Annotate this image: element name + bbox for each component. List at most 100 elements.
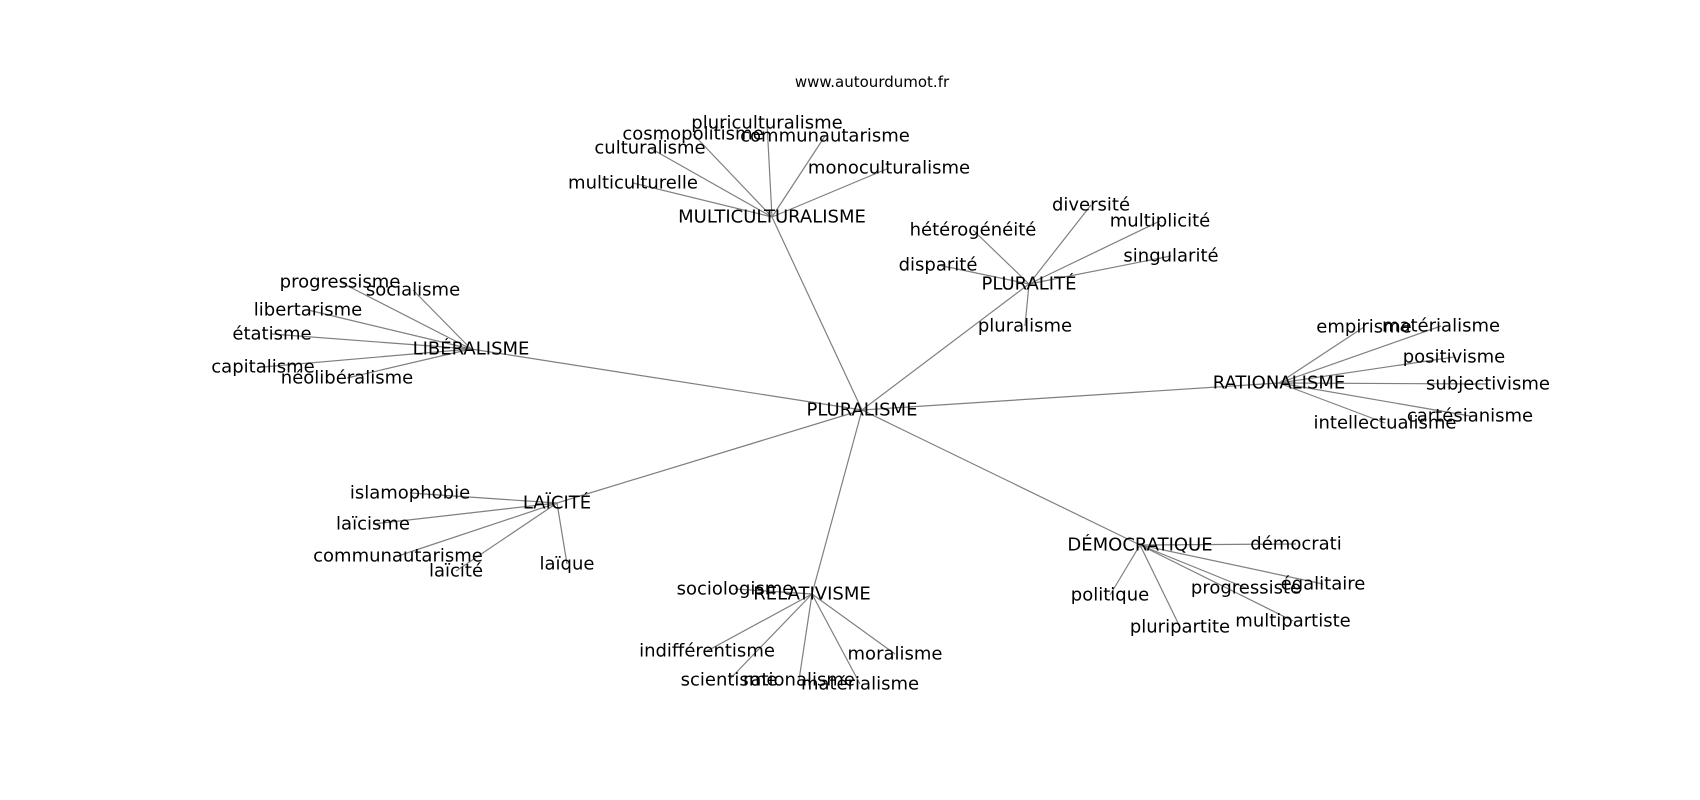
node-hub-laicite[interactable]: LAÏCITÉ (523, 492, 591, 514)
graph-edges (262, 122, 1489, 685)
node-leaf-singularite[interactable]: singularité (1123, 246, 1218, 267)
edge-rationalisme-subjectivisme (1278, 382, 1489, 385)
node-leaf-communautarisme[interactable]: communautarisme (740, 126, 910, 147)
graph-labels: PLURALISME MULTICULTURALISME pluricultural… (211, 113, 1550, 695)
node-leaf-subjectivisme[interactable]: subjectivisme (1426, 374, 1550, 395)
edge-democratique-politique (1109, 544, 1141, 596)
node-hub-pluralite[interactable]: PLURALITÉ (982, 273, 1077, 295)
node-leaf-materialisme[interactable]: matérialisme (801, 674, 919, 695)
edge-laicite-islamophobie (409, 492, 558, 504)
edge-laicite-laique (556, 502, 568, 565)
node-hub-liberalisme[interactable]: LIBÉRALISME (413, 338, 530, 360)
edge-relativisme-sociologisme (734, 588, 813, 595)
node-leaf-libertarisme[interactable]: libertarisme (254, 300, 362, 321)
edge-center-pluralite (861, 283, 1030, 411)
node-leaf-scientisme[interactable]: scientisme (681, 670, 778, 691)
node-leaf-indifferentisme[interactable]: indifférentisme (639, 641, 775, 662)
edge-democratique-pluripartite (1139, 544, 1181, 628)
node-leaf-heterogeneite[interactable]: hétérogénéité (910, 220, 1037, 241)
node-leaf-positivisme[interactable]: positivisme (1403, 347, 1506, 368)
edge-democratique-egalitaire (1139, 544, 1324, 585)
edge-multiculturalisme-cosmopolitisme (692, 133, 773, 218)
edge-pluralite-pluralisme (1024, 283, 1030, 327)
edge-relativisme-moralisme (811, 593, 896, 655)
node-leaf-intellectualisme[interactable]: intellectualisme (1314, 413, 1457, 434)
edge-democratique-multipartiste (1139, 544, 1294, 622)
node-leaf-rationalisme[interactable]: rationalisme (743, 670, 855, 691)
node-leaf-socialisme[interactable]: socialisme (366, 280, 460, 301)
node-leaf-culturalisme[interactable]: culturalisme (594, 138, 705, 159)
node-hub-rationalisme[interactable]: RATIONALISME (1213, 373, 1346, 394)
edge-multiculturalisme-pluriculturalisme (766, 122, 773, 218)
node-leaf-moralisme[interactable]: moralisme (848, 644, 943, 665)
node-leaf-empirisme[interactable]: empirisme (1316, 317, 1411, 338)
edge-pluralite-singularite (1028, 255, 1172, 285)
node-leaf-multiplicite[interactable]: multiplicité (1110, 211, 1210, 232)
node-leaf-etatisme[interactable]: étatisme (232, 324, 311, 345)
node-leaf-laicite[interactable]: laïcité (429, 561, 483, 582)
node-leaf-pluriculturalisme[interactable]: pluriculturalisme (691, 113, 842, 134)
edge-laicite-communautarisme (397, 502, 558, 557)
node-leaf-monoculturalisme[interactable]: monoculturalisme (808, 158, 970, 179)
edge-center-laicite (556, 409, 863, 504)
edge-liberalisme-neoliberalisme (346, 348, 472, 379)
node-leaf-multiculturelle[interactable]: multiculturelle (568, 173, 698, 194)
node-hub-relativisme[interactable]: RELATIVISME (753, 584, 871, 605)
node-leaf-capitalisme[interactable]: capitalisme (211, 357, 314, 378)
node-leaf-multipartiste[interactable]: multipartiste (1235, 611, 1350, 632)
edge-democratique-progressiste (1139, 544, 1247, 589)
node-leaf-cartesianisme[interactable]: cartésianisme (1407, 406, 1533, 427)
node-leaf-neoliberalisme[interactable]: néolibéralisme (281, 368, 413, 389)
edge-relativisme-rationalisme (798, 593, 813, 681)
edge-laicite-laicite (455, 502, 558, 572)
node-leaf-progressiste[interactable]: progressiste (1191, 578, 1301, 599)
node-leaf-laique[interactable]: laïque (540, 554, 595, 575)
edge-multiculturalisme-communautarisme (771, 135, 826, 218)
edge-center-rationalisme (861, 382, 1280, 411)
node-leaf-pluripartite[interactable]: pluripartite (1130, 617, 1230, 638)
edge-liberalisme-socialisme (412, 289, 472, 350)
node-leaf-laicisme[interactable]: laïcisme (336, 514, 410, 535)
node-leaf-pluralisme[interactable]: pluralisme (978, 316, 1072, 337)
edge-relativisme-materialisme (811, 593, 861, 685)
node-leaf-democrati[interactable]: démocrati (1250, 534, 1341, 555)
node-hub-democratique[interactable]: DÉMOCRATIQUE (1067, 534, 1212, 556)
node-leaf-cosmopolitisme[interactable]: cosmopolitisme (622, 124, 763, 145)
edge-rationalisme-empirisme (1278, 326, 1365, 384)
edge-pluralite-heterogeneite (972, 229, 1030, 285)
node-leaf-islamophobie[interactable]: islamophobie (350, 483, 470, 504)
edge-center-liberalisme (470, 348, 863, 411)
edge-center-relativisme (811, 409, 863, 595)
edge-pluralite-multiplicite (1028, 220, 1161, 285)
node-leaf-communautarisme[interactable]: communautarisme (313, 546, 483, 567)
node-leaf-materialisme[interactable]: matérialisme (1382, 316, 1500, 337)
edge-rationalisme-positivisme (1278, 356, 1455, 384)
edge-pluralite-diversite (1028, 204, 1092, 285)
edge-laicite-laicisme (372, 502, 558, 525)
edge-pluralite-disparite (937, 264, 1030, 285)
edge-liberalisme-libertarisme (307, 309, 472, 350)
edge-liberalisme-etatisme (271, 333, 472, 350)
node-leaf-diversite[interactable]: diversité (1052, 195, 1130, 216)
node-leaf-progressisme[interactable]: progressisme (280, 272, 401, 293)
node-leaf-sociologisme[interactable]: sociologisme (677, 579, 794, 600)
edge-center-multiculturalisme (771, 216, 863, 411)
edge-center-democratique (861, 409, 1141, 546)
edge-multiculturalisme-multiculturelle (632, 182, 773, 218)
edge-relativisme-scientisme (728, 593, 813, 681)
edge-liberalisme-progressisme (339, 281, 472, 350)
node-hub-multiculturalisme[interactable]: MULTICULTURALISME (678, 207, 866, 228)
edge-relativisme-indifferentisme (706, 593, 813, 652)
node-leaf-disparite[interactable]: disparité (899, 255, 978, 276)
node-leaf-egalitaire[interactable]: égalitaire (1281, 574, 1366, 595)
edge-multiculturalisme-culturalisme (649, 147, 773, 218)
edge-multiculturalisme-monoculturalisme (771, 167, 890, 218)
node-center[interactable]: PLURALISME (807, 400, 918, 421)
node-leaf-politique[interactable]: politique (1071, 585, 1149, 606)
edge-rationalisme-cartesianisme (1278, 382, 1471, 417)
site-watermark: www.autourdumot.fr (795, 73, 950, 91)
edge-rationalisme-intellectualisme (1278, 382, 1386, 424)
edge-liberalisme-capitalisme (262, 348, 472, 368)
edge-democratique-democrati (1139, 543, 1297, 546)
